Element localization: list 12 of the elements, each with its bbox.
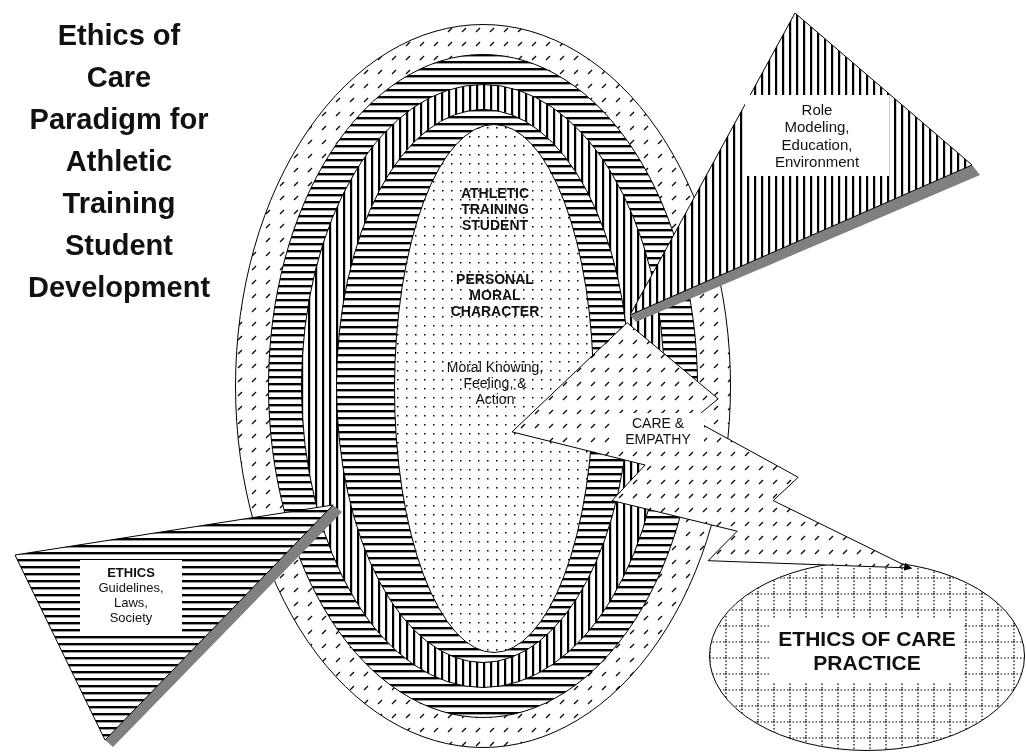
character-label: PERSONAL MORAL CHARACTER <box>449 271 541 320</box>
triangle-arrow <box>14 503 344 747</box>
influence-label: Role Modeling, Education, Environment <box>745 95 889 176</box>
practice-label: ETHICS OF CARE PRACTICE <box>770 619 964 684</box>
lightning-arrow <box>511 322 913 571</box>
diagram-title: Ethics of Care Paradigm for Athletic Training Student Development <box>26 18 212 305</box>
student-label: ATHLETIC TRAINING STUDENT <box>459 185 531 234</box>
triangle-arrow <box>628 12 980 324</box>
inner-ellipse <box>394 124 594 653</box>
ethics-heading: ETHICS <box>80 560 182 581</box>
practice-ellipse <box>709 561 1025 751</box>
moral-text: Moral Knowing, Feeling, & Action <box>445 359 545 408</box>
